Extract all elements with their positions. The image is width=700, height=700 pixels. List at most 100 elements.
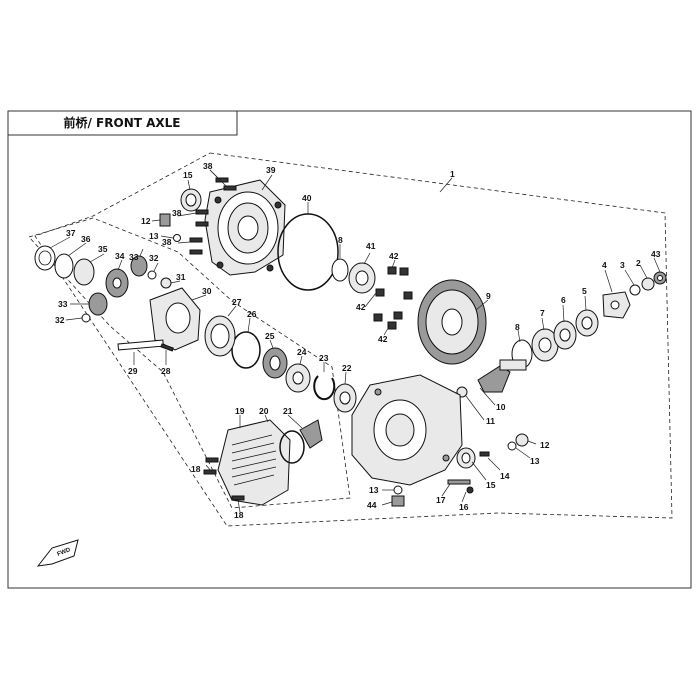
callout-23: 23 — [319, 353, 329, 363]
bolt-18a — [205, 457, 219, 463]
callout-36: 36 — [81, 234, 91, 244]
fwd-arrow-icon: FWD — [36, 539, 79, 567]
callout-1: 1 — [450, 169, 455, 179]
callout-31: 31 — [176, 272, 186, 282]
callout-8b: 8 — [515, 322, 520, 332]
o-ring-26 — [231, 331, 261, 369]
callout-18b: 18 — [234, 510, 244, 520]
callout-27: 27 — [232, 297, 242, 307]
assembly-outline-outer — [34, 152, 673, 527]
washer-13-right — [507, 441, 517, 451]
shift-fork-21 — [299, 419, 323, 449]
callout-38c: 38 — [162, 237, 172, 247]
ring-37 — [34, 245, 56, 271]
fwd-label: FWD — [57, 547, 73, 558]
flange-4 — [602, 291, 631, 319]
callout-17: 17 — [436, 495, 446, 505]
nut-2 — [641, 277, 655, 291]
callout-38b: 38 — [172, 208, 182, 218]
callout-18a: 18 — [191, 464, 201, 474]
callout-16: 16 — [459, 502, 469, 512]
callout-33a: 33 — [129, 252, 139, 262]
callout-37: 37 — [66, 228, 76, 238]
washer-31 — [160, 277, 172, 289]
diagram-title: 前桥/ FRONT AXLE — [64, 115, 181, 130]
callout-4: 4 — [602, 260, 607, 270]
callout-35: 35 — [98, 244, 108, 254]
callout-13a: 13 — [149, 231, 159, 241]
shim-8-upper — [331, 258, 349, 282]
main-housing-part — [351, 374, 463, 486]
pin-17 — [447, 479, 471, 485]
callout-32a: 32 — [149, 253, 159, 263]
pin-28 — [160, 343, 174, 352]
callout-5: 5 — [582, 286, 587, 296]
washer-3 — [629, 284, 641, 296]
ring-36 — [54, 253, 74, 279]
callout-44: 44 — [367, 500, 377, 510]
gear-33-upper — [130, 255, 148, 277]
callout-34: 34 — [115, 251, 125, 261]
callout-7: 7 — [540, 308, 545, 318]
callout-33b: 33 — [58, 299, 68, 309]
callout-11: 11 — [486, 416, 495, 426]
pin-29 — [117, 339, 164, 351]
callout-20: 20 — [259, 406, 269, 416]
screw-16 — [466, 486, 474, 494]
leader-1 — [439, 177, 453, 193]
circlip-23 — [313, 375, 336, 401]
callout-12b: 12 — [540, 440, 550, 450]
o-ring-20 — [279, 430, 305, 464]
callout-29: 29 — [128, 366, 138, 376]
washer-32-upper — [147, 270, 157, 280]
callout-12a: 12 — [141, 216, 151, 226]
washer-13-top — [173, 234, 181, 242]
callout-22: 22 — [342, 363, 352, 373]
plug-12-right — [515, 433, 529, 447]
ring-gear-part — [417, 279, 487, 365]
bolt-18b — [231, 495, 245, 501]
page-frame — [7, 110, 692, 589]
washer-32-lower — [81, 313, 91, 323]
callout-38a: 38 — [203, 161, 213, 171]
bolts-38 — [189, 177, 237, 255]
callout-8a: 8 — [338, 235, 343, 245]
o-ring-40 — [277, 213, 339, 291]
diff-housing-30 — [149, 287, 201, 351]
callout-24: 24 — [297, 347, 307, 357]
callout-32b: 32 — [55, 315, 65, 325]
callout-42b: 42 — [356, 302, 366, 312]
callout-6: 6 — [561, 295, 566, 305]
callout-15a: 15 — [183, 170, 193, 180]
callout-41: 41 — [366, 241, 376, 251]
pinion-gear-10 — [477, 359, 527, 393]
cover-plate-part — [204, 179, 286, 276]
callout-15b: 15 — [486, 480, 496, 490]
pin-14 — [479, 451, 490, 457]
callout-42c: 42 — [378, 334, 388, 344]
callout-10: 10 — [496, 402, 506, 412]
plug-12-top — [159, 213, 171, 227]
callout-19: 19 — [235, 406, 245, 416]
callout-9: 9 — [486, 291, 491, 301]
callout-14: 14 — [500, 471, 510, 481]
callout-2: 2 — [636, 258, 641, 268]
assembly-outline-inner — [28, 217, 351, 509]
callout-3: 3 — [620, 260, 625, 270]
washer-35 — [73, 258, 95, 286]
plug-44 — [391, 495, 405, 507]
callout-30: 30 — [202, 286, 212, 296]
bolts-42 — [373, 266, 413, 330]
callout-43: 43 — [651, 249, 661, 259]
callout-26: 26 — [247, 309, 257, 319]
washer-13-bottom — [393, 485, 403, 495]
callout-28: 28 — [161, 366, 171, 376]
leader-lines — [49, 169, 661, 513]
actuator-housing-19 — [217, 419, 291, 506]
callout-39: 39 — [266, 165, 276, 175]
title-box — [8, 110, 238, 136]
callout-25: 25 — [265, 331, 275, 341]
callout-21: 21 — [283, 406, 293, 416]
gear-33-lower — [88, 292, 108, 316]
